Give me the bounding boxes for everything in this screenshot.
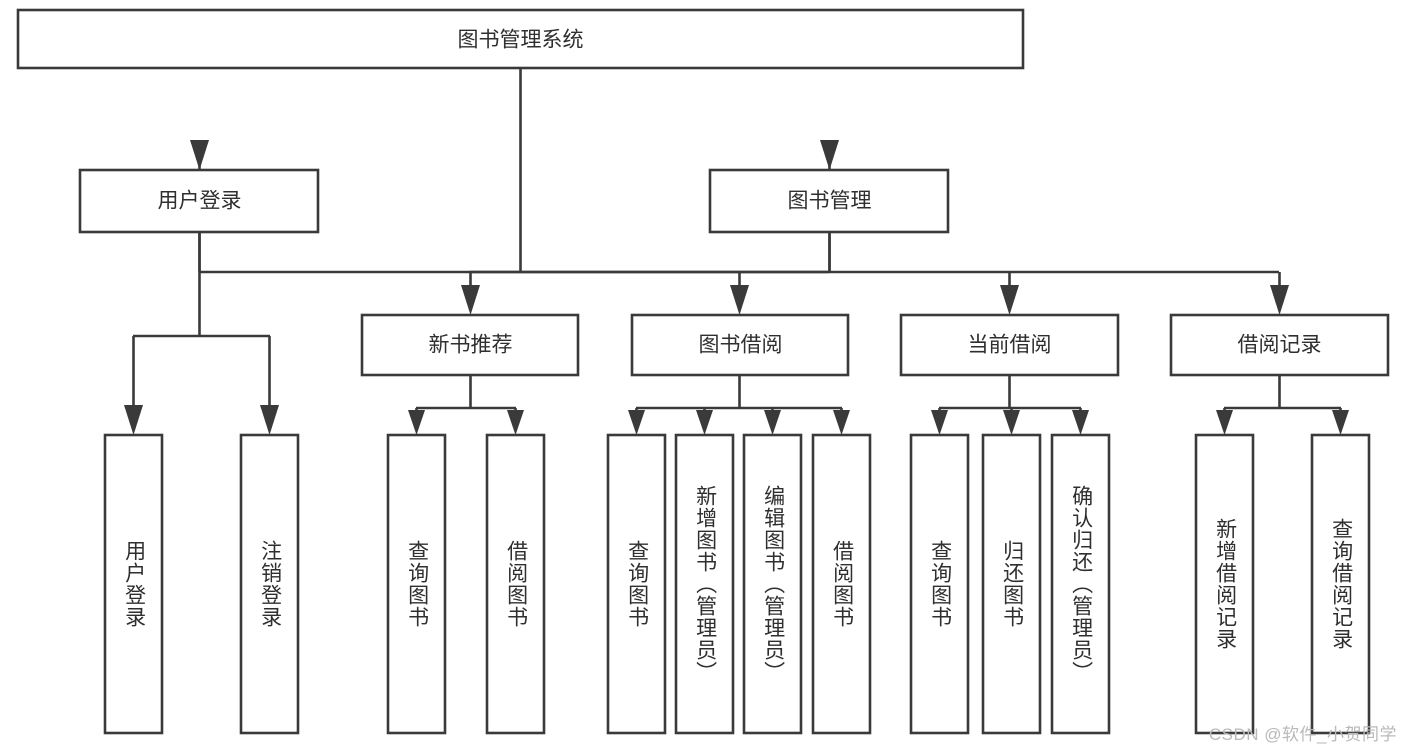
watermark-text: CSDN @软件_小贺同学 bbox=[1208, 725, 1397, 744]
arrow-head-leaf-logout bbox=[260, 405, 279, 435]
node-box-leaf-query-book-2[interactable] bbox=[606, 433, 667, 735]
node-label-current-borrow: 当前借阅 bbox=[968, 334, 1052, 357]
node-box-leaf-confirm-return-admin[interactable] bbox=[1050, 433, 1111, 735]
connector-layer bbox=[124, 68, 1349, 435]
node-label-book-management: 图书管理 bbox=[788, 190, 872, 213]
node-box-current-borrow[interactable] bbox=[899, 313, 1120, 377]
node-box-leaf-query-book-3[interactable] bbox=[909, 433, 970, 735]
node-box-leaf-query-book-1[interactable] bbox=[386, 433, 447, 735]
arrow-head-leaf-borrow-book-1 bbox=[507, 410, 524, 435]
arrow-head-leaf-confirm-return bbox=[1072, 410, 1089, 435]
node-label-user-login: 用户登录 bbox=[158, 190, 242, 213]
arrow-head-leaf-query-book-3 bbox=[931, 410, 948, 435]
arrow-head-leaf-add-book bbox=[696, 410, 713, 435]
node-box-new-book-recommend[interactable] bbox=[360, 313, 580, 377]
arrow-head-user-login bbox=[190, 140, 209, 170]
node-box-leaf-return-book[interactable] bbox=[981, 433, 1042, 735]
node-box-root[interactable] bbox=[16, 8, 1025, 70]
arrow-head-leaf-user-login bbox=[124, 405, 143, 435]
arrow-head-new-book-rec bbox=[461, 285, 480, 315]
node-box-leaf-user-login[interactable] bbox=[103, 433, 164, 735]
node-box-leaf-logout[interactable] bbox=[239, 433, 300, 735]
node-box-user-login[interactable] bbox=[78, 168, 320, 234]
node-box-book-management[interactable] bbox=[708, 168, 950, 234]
box-layer: 图书管理系统 用户登录 图书管理 新书推荐 图书借阅 当前借阅 借阅记录 bbox=[16, 8, 1390, 735]
node-label-borrow-record: 借阅记录 bbox=[1238, 334, 1322, 357]
node-box-leaf-edit-book-admin[interactable] bbox=[742, 433, 803, 735]
arrow-head-current-borrow bbox=[1000, 285, 1019, 315]
arrow-head-leaf-edit-book bbox=[764, 410, 781, 435]
node-box-leaf-add-borrow-record[interactable] bbox=[1194, 433, 1255, 735]
arrow-head-leaf-query-book-1 bbox=[408, 410, 425, 435]
arrow-head-borrow-record bbox=[1270, 285, 1289, 315]
node-box-leaf-borrow-book-1[interactable] bbox=[485, 433, 546, 735]
node-box-leaf-add-book-admin[interactable] bbox=[674, 433, 735, 735]
node-box-leaf-borrow-book-2[interactable] bbox=[811, 433, 872, 735]
node-box-leaf-query-borrow-record[interactable] bbox=[1310, 433, 1371, 735]
arrow-head-leaf-query-book-2 bbox=[628, 410, 645, 435]
arrow-head-leaf-query-record bbox=[1332, 410, 1349, 435]
node-label-root: 图书管理系统 bbox=[458, 29, 584, 52]
node-box-borrow-record[interactable] bbox=[1169, 313, 1390, 377]
node-box-book-borrow[interactable] bbox=[630, 313, 850, 377]
arrow-head-leaf-add-record bbox=[1216, 410, 1233, 435]
arrow-head-book-borrow bbox=[730, 285, 749, 315]
arrow-head-leaf-borrow-book-2 bbox=[833, 410, 850, 435]
node-label-book-borrow: 图书借阅 bbox=[699, 334, 783, 357]
node-label-new-book-recommend: 新书推荐 bbox=[429, 334, 513, 357]
arrow-head-book-mgmt bbox=[820, 140, 839, 170]
arrow-head-leaf-return-book bbox=[1003, 410, 1020, 435]
